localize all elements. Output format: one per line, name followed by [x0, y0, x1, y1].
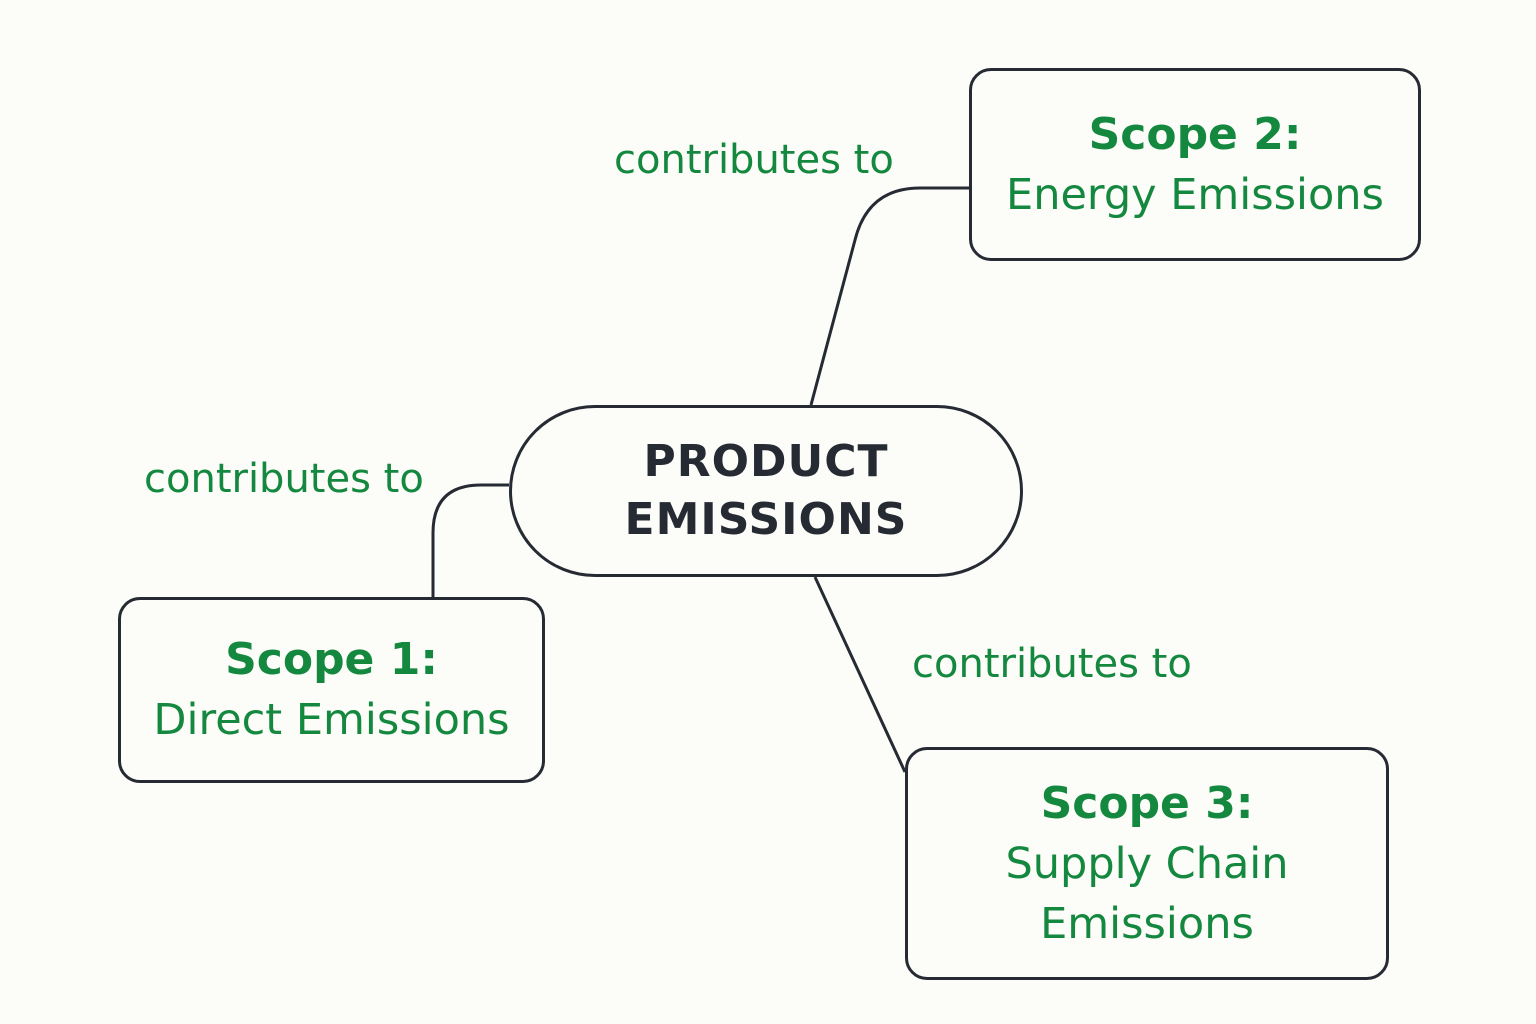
- scope3-description-line1: Supply Chain: [1005, 838, 1289, 889]
- connector-scope1: [431, 483, 509, 597]
- connector-scope3: [813, 576, 907, 773]
- scope2-node: Scope 2: Energy Emissions: [969, 68, 1421, 261]
- scope2-description: Energy Emissions: [1006, 169, 1384, 220]
- scope1-description: Direct Emissions: [153, 695, 510, 745]
- product-emissions-node: PRODUCT EMISSIONS: [509, 405, 1023, 577]
- center-label-line2: EMISSIONS: [624, 494, 908, 545]
- center-label-line1: PRODUCT: [643, 436, 889, 487]
- edge-label-scope3: contributes to: [912, 641, 1192, 687]
- connector-scope2: [809, 186, 969, 406]
- scope3-title: Scope 3:: [1040, 777, 1254, 829]
- scope3-description-line2: Emissions: [1040, 898, 1254, 949]
- scope2-title: Scope 2:: [1088, 108, 1302, 160]
- scope3-node: Scope 3: Supply Chain Emissions: [905, 747, 1389, 980]
- edge-label-scope2: contributes to: [614, 137, 894, 183]
- scope1-title: Scope 1:: [225, 634, 438, 685]
- scope1-node: Scope 1: Direct Emissions: [118, 597, 545, 783]
- edge-label-scope1: contributes to: [144, 456, 424, 502]
